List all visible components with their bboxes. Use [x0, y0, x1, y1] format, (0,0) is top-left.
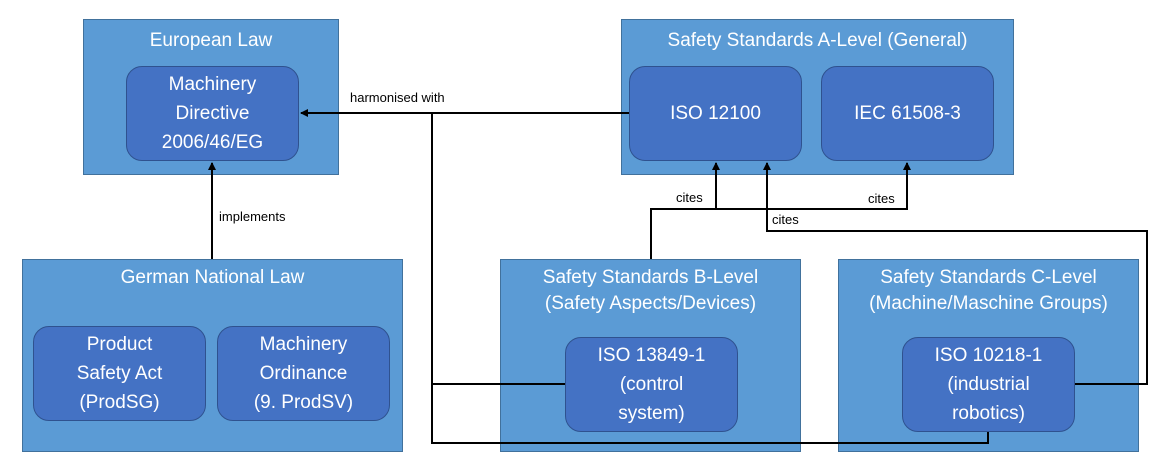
node-iec-61508-3: IEC 61508-3	[821, 66, 994, 161]
group-title-european-law: European Law	[149, 30, 273, 51]
group-title-a-level: Safety Standards A-Level (General)	[667, 30, 968, 51]
node-machinery-directive: Machinery Directive 2006/46/EG	[126, 66, 299, 161]
node-product-safety-act: Product Safety Act (ProdSG)	[33, 326, 206, 421]
connector-iso13849-harmonised	[431, 113, 565, 385]
node-iso-10218-1: ISO 10218-1 (industrial robotics)	[902, 337, 1075, 432]
edge-label-harmonised-with: harmonised with	[350, 90, 445, 105]
node-iso-13849-1: ISO 13849-1 (control system)	[565, 337, 738, 432]
edge-label-cites-iec: cites	[868, 191, 895, 206]
edge-label-cites-c: cites	[772, 212, 799, 227]
connector-iso10218-harmonised	[431, 384, 989, 444]
connector-c-cites-iso12100	[763, 162, 1148, 385]
group-title-german-law: German National Law	[120, 267, 305, 288]
group-title-b-level: Safety Standards B-Level (Safety Aspects…	[542, 267, 759, 314]
connector-b-cites-iso12100	[650, 162, 720, 259]
node-iso-12100: ISO 12100	[629, 66, 802, 161]
group-title-c-level: Safety Standards C-Level (Machine/Maschi…	[869, 267, 1108, 314]
edge-label-cites-b: cites	[676, 190, 703, 205]
connector-b-cites-iec	[716, 162, 911, 210]
node-machinery-ordinance: Machinery Ordinance (9. ProdSV)	[217, 326, 390, 421]
edge-label-implements: implements	[219, 209, 286, 224]
